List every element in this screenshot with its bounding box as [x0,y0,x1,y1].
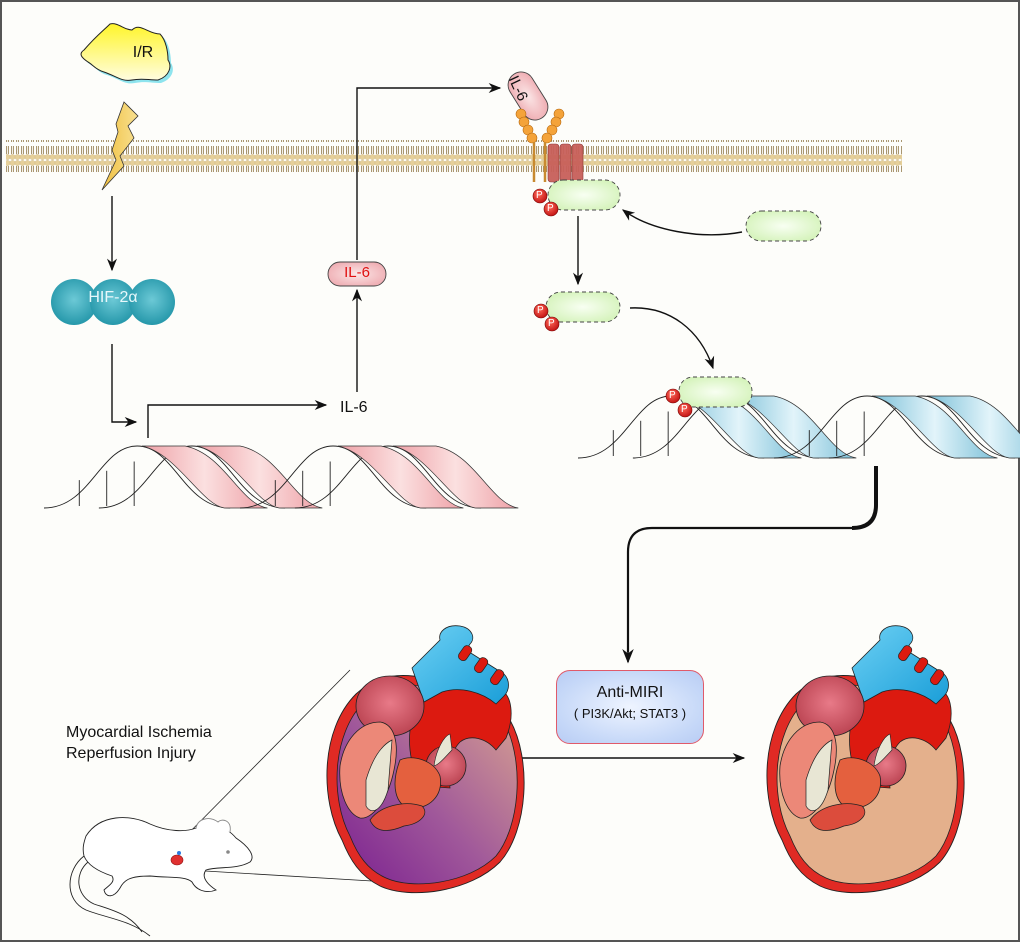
phospho-label: P [536,190,543,201]
arrow-pstat3-to-nucleus [629,307,715,370]
anti-miri-pathways: ( PI3K/Akt; STAT3 ) [573,706,687,721]
hif2a-label: HIF-2α [88,289,138,306]
cell-membrane [6,140,902,172]
heart-valve [365,739,393,811]
heart-chamber [394,757,441,809]
dna-strand [294,445,482,509]
mouse-illustration [69,817,253,937]
il6-receptor [515,108,584,183]
dna-ribbon [337,445,464,509]
dna-strand [239,445,427,509]
phospho-group-1 [532,188,559,217]
phospho-label: P [681,404,688,415]
heart-artery-branch [930,669,945,686]
arrow-stat3-recruitment [621,209,743,236]
phospho-label: P [537,305,544,316]
heart-valve [433,733,453,767]
model-label: Myocardial Ischemia Reperfusion Injury [66,722,212,764]
dna-ribbon [675,395,802,459]
dna-strand [43,445,231,509]
il6-protein-label: IL-6 [344,264,370,281]
il6-gene-label: IL-6 [340,399,368,416]
dna-ribbon [871,395,998,459]
healthy-heart [766,625,965,894]
mouse-heart-icon [170,851,184,866]
model-label-line1: Myocardial Ischemia [66,724,212,741]
stat3-receptor-bound [547,179,621,211]
dna-ribbon [730,395,857,459]
pstat3-dna-bound [678,376,753,408]
ir-label: I/R [132,44,154,61]
model-label-line2: Reperfusion Injury [66,745,196,762]
dna-strand [773,395,961,459]
heart-valve [873,733,893,767]
heart-chamber [809,803,866,831]
arrow-to-anti-miri [626,466,878,652]
dna-ribbon [196,445,323,509]
anti-miri-box: Anti-MIRI ( PI3K/Akt; STAT3 ) [556,670,704,744]
heart-artery-branch [898,645,913,662]
injured-heart [326,625,525,894]
phospho-label: P [547,203,554,214]
heart-chamber [834,757,881,809]
heart-chamber [369,803,426,831]
heart-artery-branch [490,669,505,686]
dna-strand [98,445,286,509]
pstat3 [545,291,621,323]
phospho-label: P [548,318,555,329]
dna-helix-right [577,395,1020,459]
anti-miri-title: Anti-MIRI [596,684,664,701]
dna-ribbon [392,445,519,509]
dna-ribbon [141,445,268,509]
heart-artery-branch [458,645,473,662]
phospho-group-3 [665,388,693,418]
arrow-transcription-il6 [147,399,328,438]
dna-strand [828,395,1016,459]
arrow-hif-to-promoter [111,344,138,428]
heart-valve [805,739,833,811]
heart-artery-branch [474,657,489,674]
il6-ligand [507,71,549,121]
dna-helix-left [43,445,519,509]
phospho-group-2 [533,303,560,332]
il6-protein-capsule [327,261,387,287]
dna-ribbon [926,395,1020,459]
phospho-label: P [669,390,676,401]
ir-stimulus-cloud [80,23,173,84]
hif2a-protein [51,279,175,325]
stat3-free [745,210,822,242]
lightning-bolt-icon [101,101,139,191]
arrow-il6-secretion [356,82,502,260]
heart-artery-branch [914,657,929,674]
